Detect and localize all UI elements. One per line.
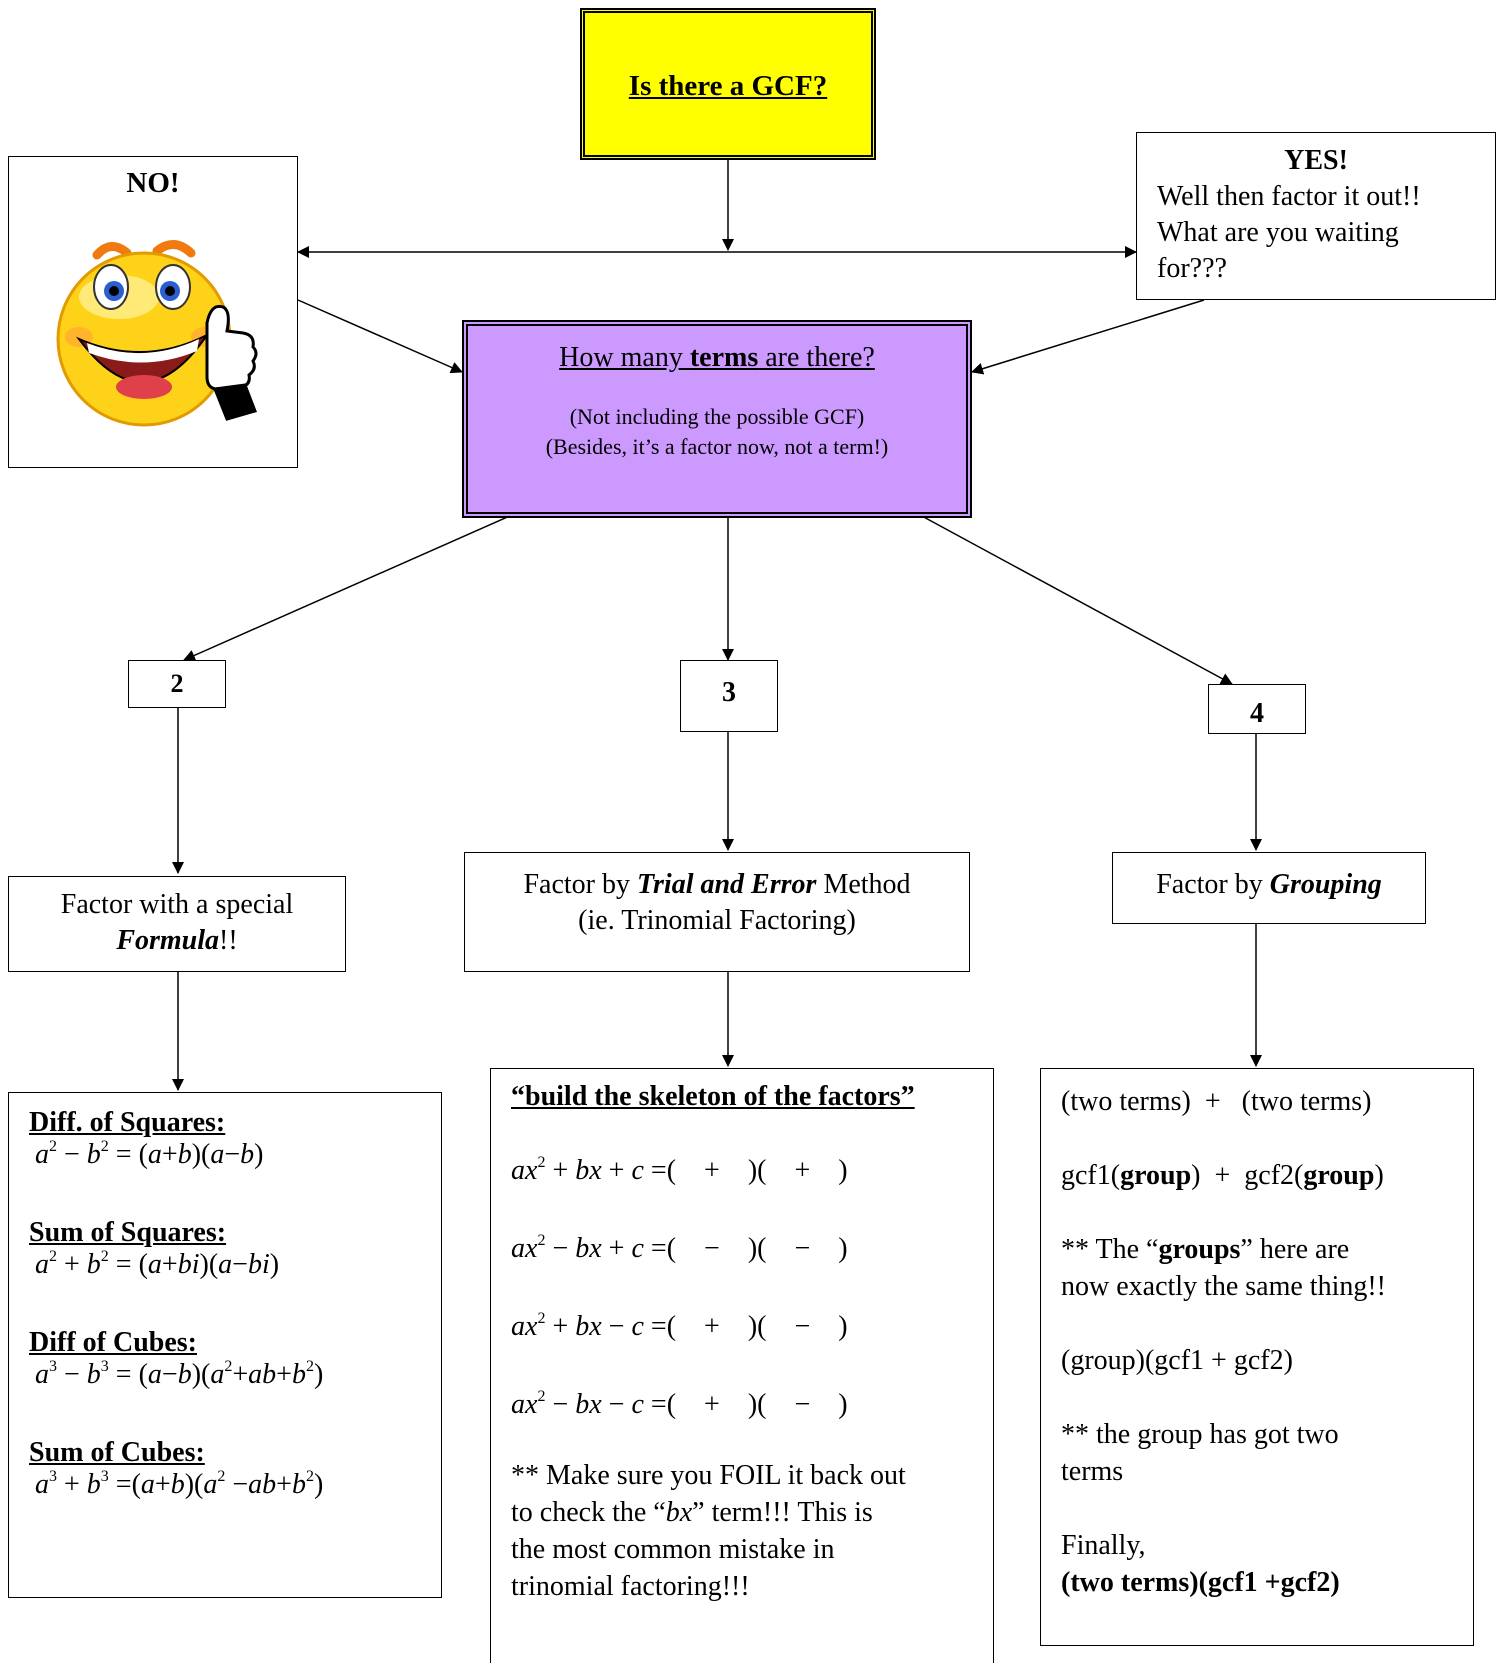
terms-count-2-box: 2: [128, 660, 226, 708]
skeleton-eq-4: ax2 − bx − c =( + )( − ): [511, 1388, 848, 1421]
formula-line-1: Factor with a special: [60, 889, 294, 920]
gcf-question-box: Is there a GCF?: [580, 8, 876, 160]
formula-exclaim: !!: [219, 925, 238, 956]
grouping-step-4: (group)(gcf1 + gcf2): [1061, 1345, 1293, 1376]
grouping-step-2: gcf1(group) + gcf2(group): [1061, 1157, 1473, 1194]
terms-count-3-box: 3: [680, 660, 778, 732]
terms-count-2: 2: [170, 669, 184, 698]
terms-question-bold: terms: [689, 342, 759, 373]
formula-line-2: Formula!!: [9, 923, 345, 959]
grouping-step-5-line-1: ** the group has got two: [1061, 1419, 1339, 1450]
smiley-thumbs-up-icon: [56, 240, 258, 427]
skeleton-box: “build the skeleton of the factors” ax2 …: [490, 1068, 994, 1663]
sum-squares-title: Sum of Squares:: [29, 1217, 227, 1248]
arrow-yes-to-terms: [971, 299, 1205, 375]
terms-note-2: (Besides, it’s a factor now, not a term!…: [545, 434, 889, 459]
grouping-steps-box: (two terms) + (two terms) gcf1(group) + …: [1040, 1068, 1474, 1646]
trial-post: Method: [816, 869, 911, 900]
terms-note-1: (Not including the possible GCF): [569, 404, 865, 429]
yes-line-1: Well then factor it out!!: [1157, 181, 1421, 212]
grouping-step-3-c: ” here are: [1240, 1234, 1350, 1265]
diff-cubes-title: Diff of Cubes:: [29, 1327, 197, 1358]
sum-cubes-formula: a3 + b3 =(a+b)(a2 −ab+b2): [35, 1468, 324, 1501]
skeleton-note-4: trinomial factoring!!!: [511, 1571, 750, 1602]
trial-line-2: (ie. Trinomial Factoring): [578, 905, 856, 936]
grouping-step-3-line-1: ** The “groups” here are: [1061, 1231, 1473, 1268]
grouping-step-3-a: ** The “: [1061, 1234, 1159, 1265]
grouping-step-3-b: groups: [1158, 1234, 1241, 1265]
terms-count-4-box: 4: [1208, 684, 1306, 734]
grouping-italic: Grouping: [1269, 869, 1382, 900]
terms-count-3: 3: [722, 677, 736, 708]
yes-line-3: for???: [1157, 253, 1227, 284]
grouping-step-6-line-2: (two terms)(gcf1 +gcf2): [1061, 1567, 1340, 1598]
skeleton-note: ** Make sure you FOIL it back out to che…: [511, 1457, 993, 1605]
terms-question-pre: How many: [559, 342, 690, 373]
skeleton-note-2: to check the “bx” term!!! This is: [511, 1494, 993, 1531]
sum-cubes-title: Sum of Cubes:: [29, 1437, 205, 1468]
skeleton-note-bx: bx: [665, 1497, 693, 1528]
grouping-step-2-e: ): [1374, 1160, 1384, 1191]
terms-question-box: How many terms are there? (Not including…: [462, 320, 972, 518]
arrow-terms-to-4: [919, 514, 1233, 685]
formula-method-box: Factor with a special Formula!!: [8, 876, 346, 972]
trial-pre: Factor by: [523, 869, 637, 900]
grouping-step-5: ** the group has got two terms: [1061, 1416, 1473, 1490]
grouping-step-6: Finally, (two terms)(gcf1 +gcf2): [1061, 1527, 1473, 1601]
no-label: NO!: [126, 167, 180, 199]
diff-cubes-formula: a3 − b3 = (a−b)(a2+ab+b2): [35, 1358, 324, 1391]
terms-count-4: 4: [1250, 698, 1264, 729]
skeleton-title: “build the skeleton of the factors”: [511, 1081, 915, 1112]
trial-italic: Trial and Error: [636, 869, 817, 900]
grouping-step-5-line-2: terms: [1061, 1456, 1124, 1487]
yes-box: YES! Well then factor it out!! What are …: [1136, 132, 1496, 300]
grouping-step-1: (two terms) + (two terms): [1061, 1086, 1372, 1117]
skeleton-eq-3: ax2 + bx − c =( + )( − ): [511, 1310, 848, 1343]
skeleton-eq-2: ax2 − bx + c =( − )( − ): [511, 1232, 848, 1265]
grouping-method-box: Factor by Grouping: [1112, 852, 1426, 924]
terms-question-post: are there?: [758, 342, 875, 373]
sum-squares-formula: a2 + b2 = (a+bi)(a−bi): [35, 1248, 280, 1281]
grouping-step-2-c: ) + gcf2(: [1191, 1160, 1304, 1191]
skeleton-note-2-post: ” term!!! This is: [692, 1497, 873, 1528]
formula-word: Formula: [116, 925, 220, 956]
trial-line-1: Factor by Trial and Error Method: [465, 867, 969, 903]
skeleton-note-3: the most common mistake in: [511, 1534, 835, 1565]
trial-error-method-box: Factor by Trial and Error Method (ie. Tr…: [464, 852, 970, 972]
grouping-step-2-d: group: [1303, 1160, 1375, 1191]
yes-line-2: What are you waiting: [1157, 217, 1399, 248]
skeleton-note-1: ** Make sure you FOIL it back out: [511, 1460, 906, 1491]
formulas-list-box: Diff. of Squares: a2 − b2 = (a+b)(a−b) S…: [8, 1092, 442, 1598]
grouping-step-3: ** The “groups” here are now exactly the…: [1061, 1231, 1473, 1305]
no-box: NO!: [8, 156, 298, 468]
grouping-step-3-line-2: now exactly the same thing!!: [1061, 1271, 1387, 1302]
grouping-step-2-b: group: [1120, 1160, 1192, 1191]
grouping-step-6-line-1: Finally,: [1061, 1530, 1146, 1561]
grouping-pre: Factor by: [1156, 869, 1270, 900]
gcf-question-label: Is there a GCF?: [628, 70, 828, 102]
arrow-terms-to-2: [183, 514, 513, 662]
skeleton-eq-1: ax2 + bx + c =( + )( + ): [511, 1154, 848, 1187]
terms-question: How many terms are there?: [468, 342, 966, 374]
skeleton-note-2-pre: to check the “: [511, 1497, 666, 1528]
diff-squares-title: Diff. of Squares:: [29, 1107, 226, 1138]
yes-title: YES!: [1284, 145, 1348, 176]
diff-squares-formula: a2 − b2 = (a+b)(a−b): [35, 1138, 264, 1171]
arrow-no-to-terms: [297, 299, 463, 374]
grouping-step-2-a: gcf1(: [1061, 1160, 1121, 1191]
